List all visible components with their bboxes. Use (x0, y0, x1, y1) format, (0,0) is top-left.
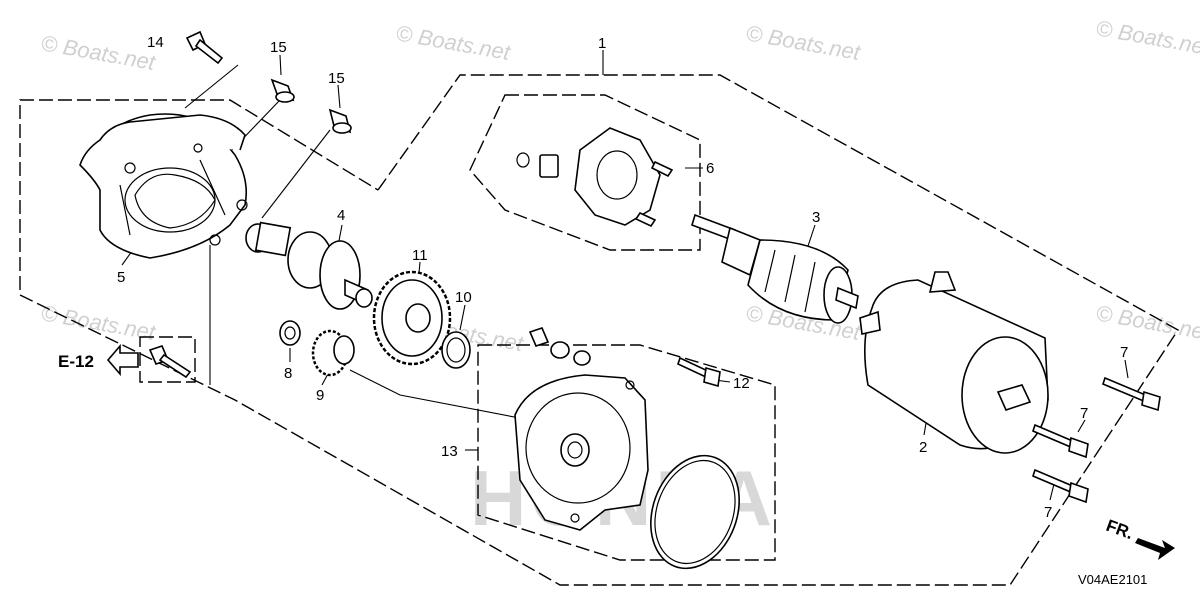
nut-set (528, 327, 591, 366)
snap-ring-part-10 (441, 331, 471, 369)
drive-pinion-part-4 (245, 221, 373, 310)
watermark: © Boats.net (1094, 15, 1200, 60)
bolt-part-14 (185, 30, 224, 65)
callout-1: 1 (598, 35, 606, 52)
o-ring (650, 454, 740, 570)
ref-label-e12: E-12 (58, 352, 94, 371)
callout-6: 6 (706, 160, 714, 177)
bolt-part-7a (1102, 376, 1161, 412)
bolt-ref-e12 (148, 345, 192, 379)
front-cover-part-13 (514, 374, 649, 531)
small-gear-part-9 (311, 329, 355, 377)
boundary-bolt-e12 (139, 336, 196, 383)
boundary-assembly-1 (19, 74, 1179, 586)
callout-11: 11 (412, 247, 428, 264)
large-gear-part-11 (372, 270, 452, 366)
direction-label: FR. (1104, 516, 1136, 543)
callout-15b: 15 (328, 70, 345, 87)
callout-12: 12 (733, 375, 750, 392)
callout-7c: 7 (1044, 504, 1052, 521)
motor-case-part-2 (859, 271, 1049, 454)
callout-13: 13 (441, 443, 458, 460)
direction-arrow-fr (1135, 538, 1175, 560)
watermark: © Boats.net (394, 20, 513, 65)
bushing-part-15a (270, 78, 295, 103)
callout-14: 14 (147, 34, 164, 51)
bolt-part-12 (677, 356, 721, 388)
callout-7b: 7 (1080, 405, 1088, 422)
watermark: © Boats.net (39, 30, 158, 75)
boundary-cover-13 (477, 344, 776, 561)
callout-8: 8 (284, 365, 292, 382)
watermark: © Boats.net (1094, 300, 1200, 345)
callout-4: 4 (337, 207, 345, 224)
brush-holder-part-6 (516, 127, 674, 228)
callout-3: 3 (812, 209, 820, 226)
callout-9: 9 (316, 387, 324, 404)
callout-10: 10 (455, 289, 472, 306)
callout-15a: 15 (270, 39, 287, 56)
bushing-part-15b (328, 108, 352, 134)
bolt-part-7b (1032, 423, 1089, 459)
callout-2: 2 (919, 439, 927, 456)
callout-5: 5 (117, 269, 125, 286)
watermark: © Boats.net (744, 20, 863, 65)
diagram-code: V04AE2101 (1078, 572, 1147, 587)
rear-housing-part-5 (79, 113, 248, 259)
bolt-part-7c (1032, 468, 1089, 504)
boundary-brush-holder-6 (469, 94, 701, 251)
ref-arrow-e12 (106, 343, 139, 377)
armature-part-3 (691, 213, 859, 324)
washer-part-8 (279, 320, 301, 346)
callout-7a: 7 (1120, 344, 1128, 361)
